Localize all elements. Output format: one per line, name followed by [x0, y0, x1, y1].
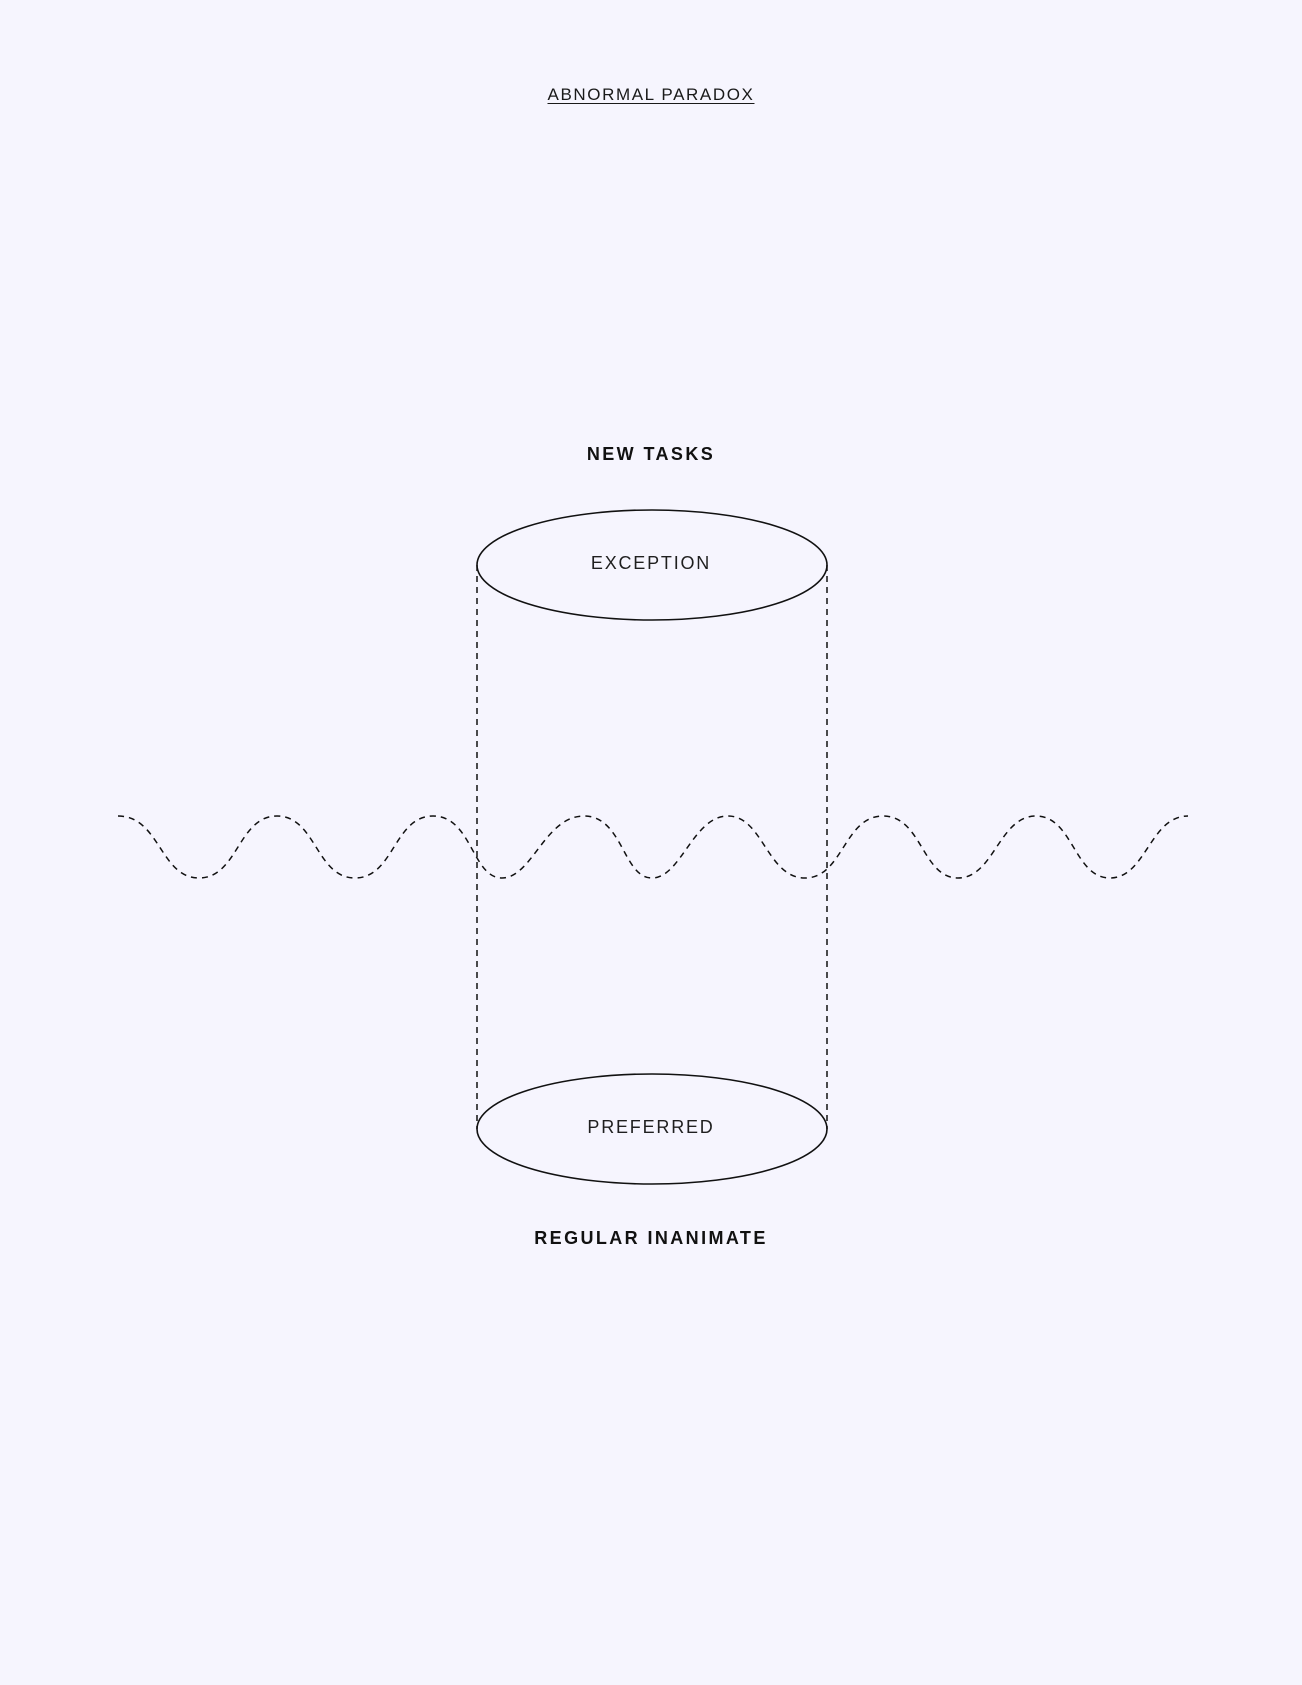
- page-title: ABNORMAL PARADOX: [547, 85, 755, 104]
- wave-line: [117, 815, 1189, 879]
- bottom-ellipse-label: PREFERRED: [587, 1117, 715, 1137]
- bottom-ellipse: [476, 1073, 828, 1185]
- top-ellipse: [476, 509, 828, 621]
- top-label: NEW TASKS: [586, 444, 716, 464]
- top-ellipse-label: EXCEPTION: [590, 553, 712, 573]
- bottom-label: REGULAR INANIMATE: [534, 1228, 768, 1248]
